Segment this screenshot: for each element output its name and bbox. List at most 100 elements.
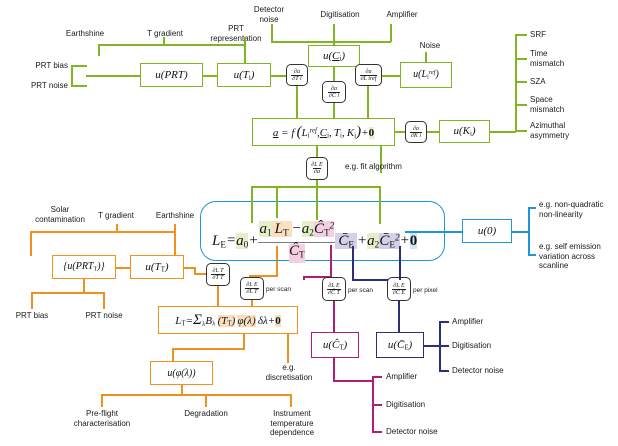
connector-dLref-down <box>367 85 369 119</box>
label-detector-noise-magenta: Detector noise <box>386 427 438 436</box>
box-u-ci[interactable]: u(Ci) <box>308 45 360 67</box>
connector-uChatT-down <box>333 357 335 381</box>
connector-orange-eq-drop <box>276 246 278 262</box>
connector-phi-to-box <box>172 348 174 362</box>
connector-uphi-down <box>181 384 183 395</box>
connector-uti-deriv <box>270 75 286 77</box>
pill-dLE-dCbarE[interactable]: ∂L E ∂C̄ E <box>387 277 411 301</box>
label-amplifier-magenta: Amplifier <box>386 372 418 381</box>
eq-plus-zero: +0 <box>399 232 418 249</box>
connector-prtbias-bottom-drop <box>31 292 33 309</box>
box-u-ci-label: u(Ci) <box>322 49 346 63</box>
eq-a2a: a2 <box>301 220 314 238</box>
pill-dLE-dLT[interactable]: ∂L E ∂L T <box>240 277 264 300</box>
box-u-ki[interactable]: u(Ki) <box>439 120 490 143</box>
pill-da-dKi[interactable]: ∂a ∂K i <box>405 121 427 143</box>
label-digitisation-magenta: Digitisation <box>386 400 426 409</box>
connector-uTT-down <box>194 267 196 274</box>
box-u-prtT[interactable]: {u(PRTT)} <box>52 255 116 279</box>
label-instrument-temp: Instrument temperature dependence <box>269 409 315 437</box>
connector-drop-prtrep <box>244 37 246 67</box>
pill-da-dCi[interactable]: ∂a ∂C i <box>322 81 346 103</box>
box-u-lref[interactable]: u(Liref) <box>400 62 452 88</box>
connector-uprt-uti <box>202 75 218 77</box>
eq-CbarE2: C̄E2 <box>379 232 400 250</box>
box-LT-equation[interactable]: LT=ΣλBλ (TT) φ(λ) δλ+0 <box>158 306 298 334</box>
box-u-phi[interactable]: u(φ(λ)) <box>150 361 213 385</box>
connector-preflight-drop <box>101 394 103 407</box>
connector-magenta-leaf1 <box>372 376 382 378</box>
connector-lref-deriv <box>382 75 401 77</box>
label-earthshine-bottom: Earthshine <box>155 211 195 220</box>
box-u-phi-label: u(φ(λ)) <box>167 367 196 379</box>
connector-magenta-leaf2 <box>372 404 382 406</box>
connector-u0-right <box>511 231 529 233</box>
connector-dCi-down <box>333 102 335 119</box>
box-LT-equation-label: LT=ΣλBλ (TT) φ(λ) δλ+0 <box>175 311 281 328</box>
label-azimuthal-asymmetry: Azimuthal asymmetry <box>530 121 570 140</box>
pill-dLE-dChatT[interactable]: ∂L E ∂Ĉ T <box>322 277 346 301</box>
connector-dLEdLT-down <box>251 299 253 307</box>
pill-dLT-dTT[interactable]: ∂L T ∂T T <box>206 263 230 286</box>
connector-uTT-right <box>183 267 195 269</box>
connector-leaf-space <box>515 104 527 106</box>
connector-to-a2b <box>379 186 381 224</box>
connector-prtbias-stub <box>71 65 87 67</box>
box-u-zero-label: u(0) <box>477 225 497 237</box>
label-solar-contamination: Solar contamination <box>35 205 85 224</box>
connector-uTT-to-pill <box>194 273 208 275</box>
connector-magenta-leaf-bus-h <box>333 380 373 382</box>
connector-to-a1 <box>276 186 278 218</box>
connector-LT-up-to-eq <box>276 260 278 276</box>
box-u-TT[interactable]: u(TT) <box>130 255 184 279</box>
connector-drop-tgradient <box>163 37 165 45</box>
label-detector-noise-top: Detector noise <box>253 5 285 24</box>
box-u-ChatT[interactable]: u(ĈT) <box>311 332 359 358</box>
box-a-equation[interactable]: a = f (Liref,Ci, Ti, Ki)+0 <box>252 118 395 146</box>
label-noise-top: Noise <box>419 41 441 50</box>
box-u-zero[interactable]: u(0) <box>462 219 512 243</box>
pill-dLE-dLT-den: ∂L T <box>245 288 259 295</box>
connector-dTi-down <box>296 85 298 119</box>
pill-dLE-da-num: ∂L E <box>311 162 323 168</box>
pill-da-dCi-num: ∂a <box>331 85 337 92</box>
box-u-CbarE[interactable]: u(C̄E) <box>376 332 424 358</box>
label-digitisation-navy: Digitisation <box>452 341 492 350</box>
label-per-scan-orange: per scan <box>266 286 291 293</box>
connector-dLEda-down <box>316 179 318 220</box>
pill-dLE-da[interactable]: ∂L E ∂a <box>306 157 328 180</box>
connector-noise-drop <box>425 52 427 63</box>
connector-a-dKi <box>394 131 406 133</box>
connector-uprtT-uTT <box>115 267 131 269</box>
label-prt-noise-top: PRT noise <box>30 81 68 90</box>
eq-ChatT2: ĈT2 <box>313 220 335 238</box>
box-u-prtT-label: {u(PRTT)} <box>63 261 105 273</box>
eq-a2b: a2 <box>367 232 380 250</box>
connector-prtnoise-bottom-drop <box>103 292 105 309</box>
connector-magenta-leaf3 <box>372 431 382 433</box>
box-u-TT-label: u(TT) <box>145 260 169 274</box>
connector-uCbarE-right <box>423 345 440 347</box>
pill-da-dLref-num: ∂a <box>365 68 372 75</box>
connector-prt-bracket <box>71 65 73 87</box>
label-srf: SRF <box>530 30 546 39</box>
pill-da-dTi[interactable]: ∂a ∂T i <box>286 64 308 86</box>
pill-dLE-da-den: ∂a <box>313 168 321 175</box>
connector-drop-digitisation <box>333 24 335 56</box>
box-a-equation-label: a = f (Liref,Ci, Ti, Ki)+0 <box>272 123 375 140</box>
eq-ChatT-denominator: ĈT <box>289 243 305 264</box>
connector-u0-leaf2 <box>528 254 536 256</box>
label-t-gradient-bottom: T gradient <box>98 211 134 220</box>
eq-equals: = <box>226 232 237 249</box>
box-u-prt[interactable]: u(PRT) <box>140 63 203 87</box>
box-u-lref-label: u(Liref) <box>413 69 439 81</box>
connector-leaf-srf <box>515 34 527 36</box>
box-u-ti[interactable]: u(Ti) <box>217 63 271 87</box>
pill-da-dLref[interactable]: ∂a ∂L iref <box>355 64 382 86</box>
pill-da-dCi-den: ∂C i <box>327 91 341 99</box>
label-earthshine-top: Earthshine <box>65 29 105 38</box>
eq-CbarE: C̄E <box>335 232 358 250</box>
connector-right-bracket <box>515 34 517 132</box>
